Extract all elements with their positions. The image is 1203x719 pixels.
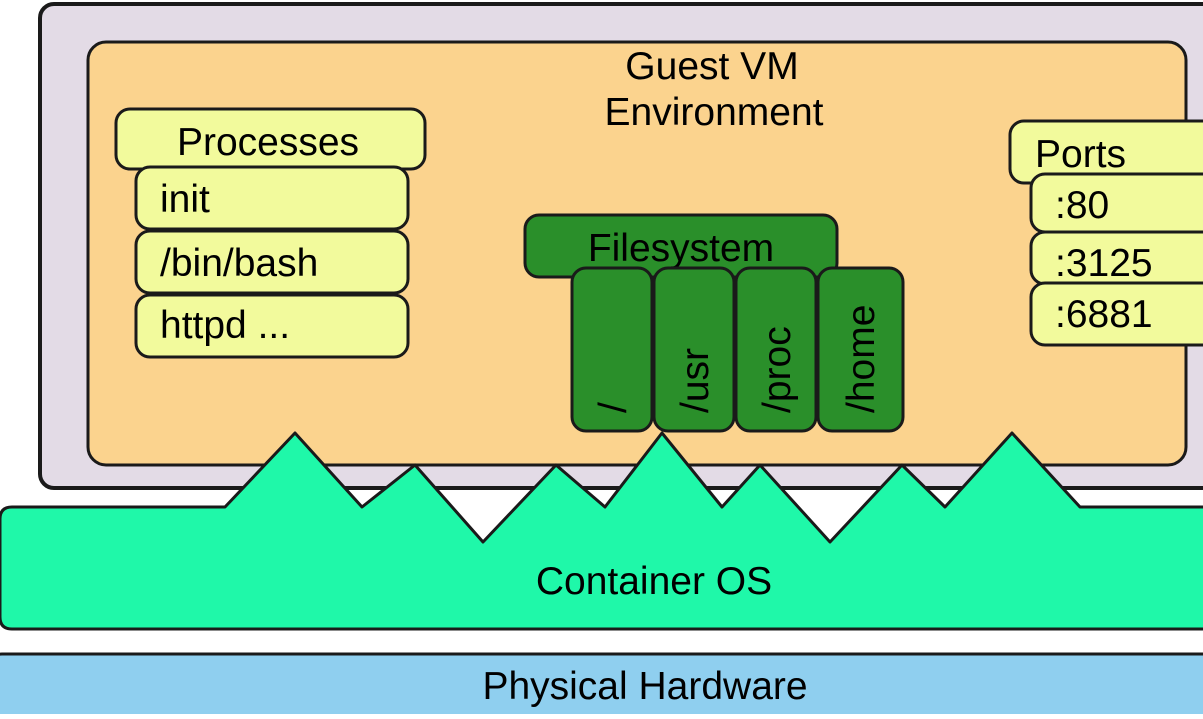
guest-vm-title-line2: Environment (605, 91, 824, 134)
port-item: :6881 (1055, 293, 1153, 336)
port-item-box (1029, 281, 1203, 347)
processes-header: Processes (177, 121, 359, 164)
filesystem-header: Filesystem (588, 227, 774, 270)
port-item: :80 (1055, 184, 1109, 227)
process-item-box (134, 293, 410, 359)
filesystem-dir-box (816, 266, 905, 433)
guest-vm-title-line1: Guest VM (625, 45, 798, 88)
filesystem-dir: /usr (674, 348, 717, 413)
physical-hardware-label: Physical Hardware (482, 665, 807, 708)
filesystem-dir: /proc (756, 326, 799, 413)
physical-hardware-band (0, 652, 1203, 719)
process-item-box (134, 229, 410, 295)
processes-group: Processes init /bin/bash httpd ... (114, 107, 427, 359)
ports-group: Ports :80 :3125 :6881 (1008, 119, 1203, 347)
filesystem-dir: / (592, 402, 635, 413)
filesystem-dir: /home (840, 305, 883, 413)
process-item: httpd ... (160, 304, 290, 347)
port-item: :3125 (1055, 242, 1153, 285)
filesystem-dir-box (652, 266, 736, 433)
container-os-band (0, 431, 1203, 631)
process-item-box (134, 165, 410, 231)
filesystem-group: Filesystem / /usr /proc /home (523, 213, 905, 433)
filesystem-dir-box (734, 266, 818, 433)
ports-header: Ports (1035, 133, 1126, 176)
container-os-label: Container OS (536, 560, 772, 603)
filesystem-dir-box (570, 266, 654, 433)
process-item: /bin/bash (160, 242, 318, 285)
process-item: init (160, 178, 210, 221)
